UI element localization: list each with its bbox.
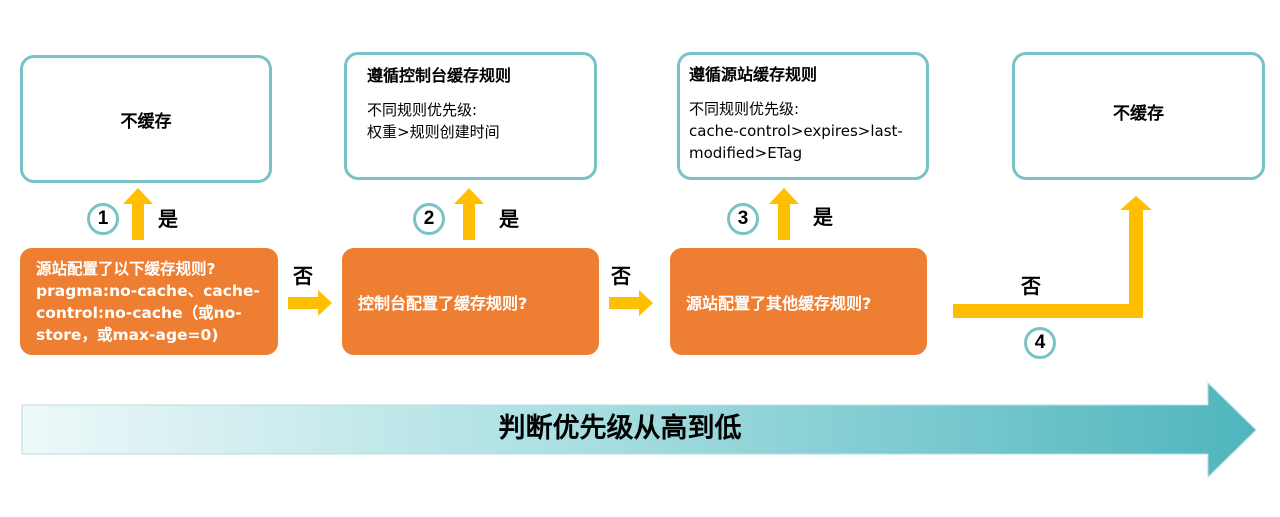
- no-label-1: 否: [293, 264, 313, 288]
- yes-arrow-2: [454, 188, 484, 240]
- decision-line: 源站配置了以下缓存规则?: [36, 259, 216, 278]
- decision-text: 源站配置了其他缓存规则?: [686, 293, 872, 313]
- no-arrow-1: [288, 290, 332, 316]
- result-body: 不同规则优先级: 权重>规则创建时间: [367, 101, 500, 141]
- result-text: 不缓存: [120, 111, 172, 132]
- decision-line: store，或max-age=0): [36, 325, 219, 344]
- result-box-no-cache-2: 不缓存: [1012, 52, 1265, 180]
- result-title: 遵循控制台缓存规则: [367, 66, 512, 85]
- step-number-3: 3: [727, 203, 759, 235]
- priority-label: 判断优先级从高到低: [498, 413, 742, 444]
- decision-text: 控制台配置了缓存规则?: [358, 293, 528, 313]
- decision-box-origin-no-cache: 源站配置了以下缓存规则? pragma:no-cache、cache- cont…: [20, 248, 278, 355]
- result-body: 不同规则优先级: cache-control>expires>last- mod…: [689, 100, 903, 162]
- no-label-2: 否: [611, 264, 631, 288]
- decision-line: control:no-cache（或no-: [36, 303, 242, 322]
- yes-label-1: 是: [158, 207, 178, 231]
- step-number-1: 1: [87, 203, 119, 235]
- result-title: 遵循源站缓存规则: [689, 65, 818, 84]
- yes-label-2: 是: [499, 207, 519, 231]
- decision-line: pragma:no-cache、cache-: [36, 281, 260, 300]
- yes-arrow-1: [123, 188, 153, 240]
- yes-arrow-3: [769, 188, 799, 240]
- step-number-2: 2: [413, 203, 445, 235]
- step-number-4: 4: [1024, 327, 1056, 359]
- result-box-origin-rules: 遵循源站缓存规则 不同规则优先级: cache-control>expires>…: [677, 52, 929, 180]
- no-arrow-2: [609, 290, 653, 316]
- decision-box-console: 控制台配置了缓存规则?: [342, 248, 599, 355]
- result-box-no-cache-1: 不缓存: [20, 55, 272, 183]
- no-arrow-3-elbow: [953, 196, 1152, 318]
- decision-box-origin-other: 源站配置了其他缓存规则?: [670, 248, 927, 355]
- result-box-console-rules: 遵循控制台缓存规则 不同规则优先级: 权重>规则创建时间: [344, 52, 597, 180]
- result-text: 不缓存: [1113, 103, 1164, 124]
- yes-label-3: 是: [813, 205, 833, 229]
- no-label-3: 否: [1021, 274, 1041, 298]
